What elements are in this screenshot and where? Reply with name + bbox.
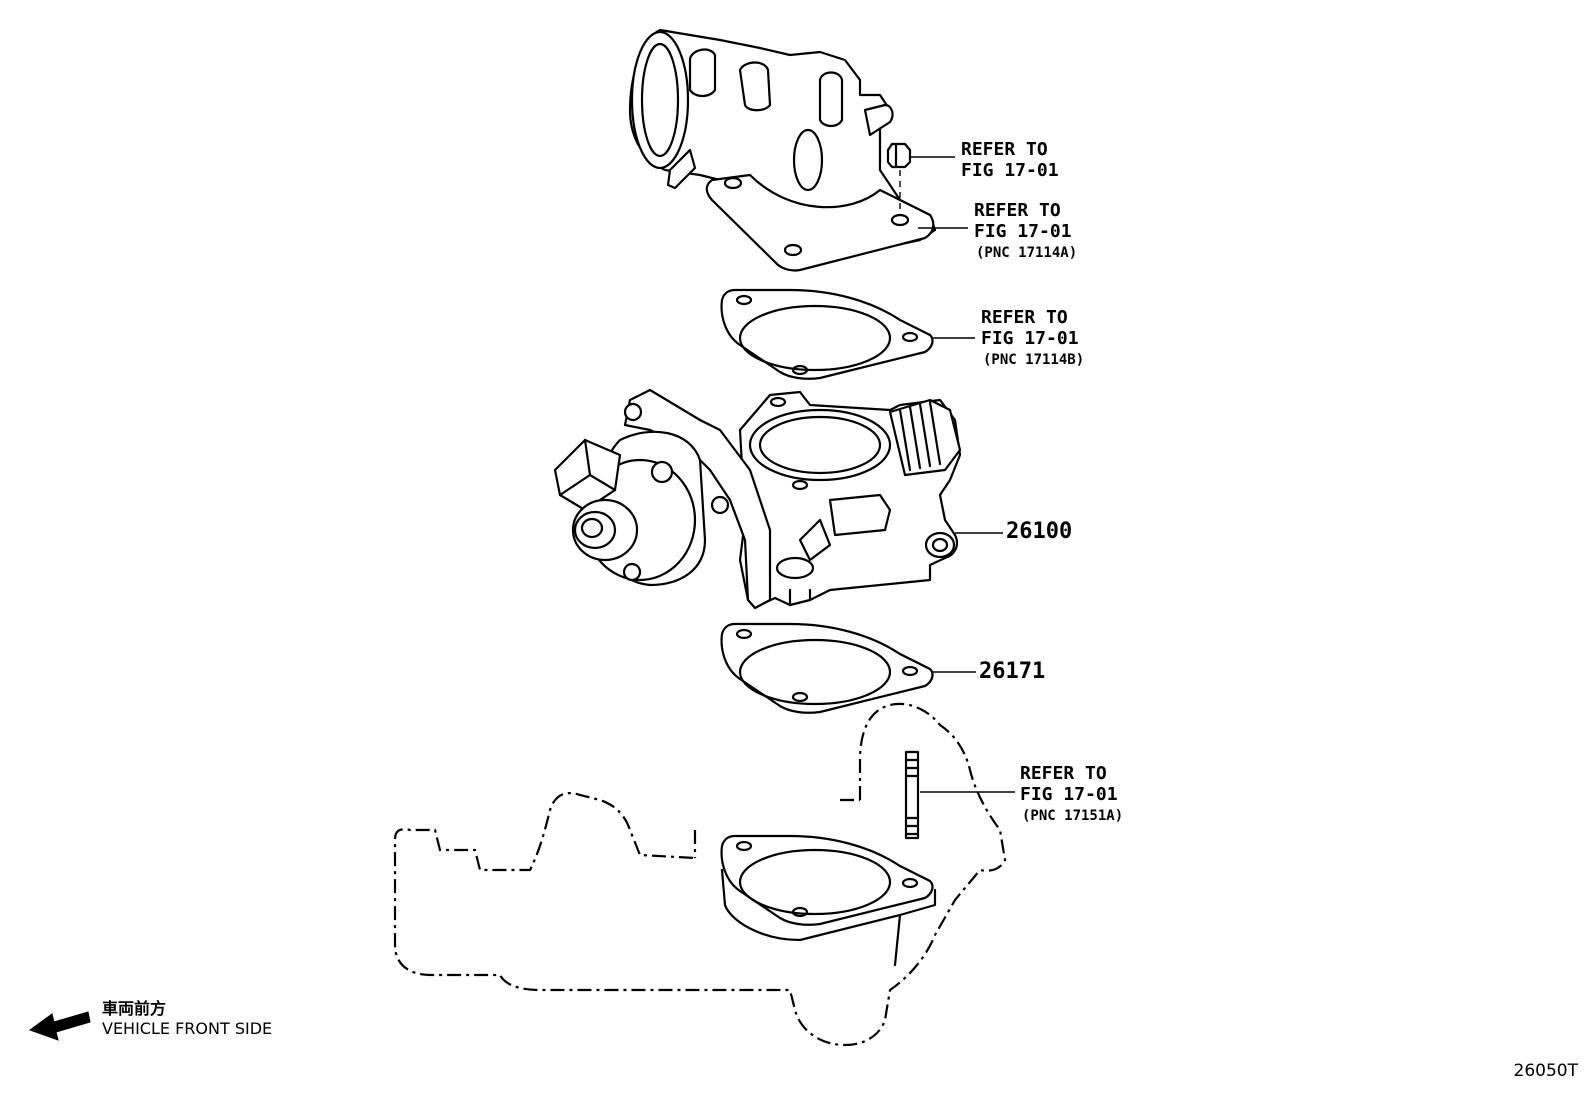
part-number-throttle-body[interactable]: 26100 bbox=[1006, 519, 1073, 544]
callout-bolt-line1: REFER TO bbox=[961, 139, 1048, 160]
callout-stud-pnc: (PNC 17151A) bbox=[1022, 808, 1124, 824]
arrow-left-icon bbox=[28, 1011, 91, 1041]
intake-manifold-phantom bbox=[393, 702, 1007, 1047]
callout-stud-line1: REFER TO bbox=[1020, 763, 1107, 784]
intake-connector-drawing bbox=[628, 28, 937, 272]
callout-stud-line2: FIG 17-01 bbox=[1020, 784, 1118, 805]
part-number-gasket[interactable]: 26171 bbox=[979, 659, 1046, 684]
lower-gasket-drawing bbox=[720, 622, 934, 714]
callout-gasket-upper-pnc: (PNC 17114B) bbox=[983, 352, 1085, 368]
orientation-label-jp: 車両前方 bbox=[102, 999, 167, 1018]
upper-gasket-drawing bbox=[720, 288, 934, 380]
callout-gasket-upper-line1: REFER TO bbox=[981, 307, 1068, 328]
callout-outlet-pnc: (PNC 17114A) bbox=[976, 245, 1078, 261]
callout-outlet-line2: FIG 17-01 bbox=[974, 221, 1072, 242]
callout-outlet-line1: REFER TO bbox=[974, 200, 1061, 221]
leader-lines bbox=[910, 156, 1015, 793]
bolt-drawing bbox=[886, 142, 912, 215]
orientation-label-en: VEHICLE FRONT SIDE bbox=[102, 1019, 273, 1038]
callout-bolt-line2: FIG 17-01 bbox=[961, 160, 1059, 181]
figure-id: 26050T bbox=[1513, 1061, 1578, 1081]
callout-gasket-upper-line2: FIG 17-01 bbox=[981, 328, 1079, 349]
throttle-body-drawing bbox=[553, 388, 962, 610]
